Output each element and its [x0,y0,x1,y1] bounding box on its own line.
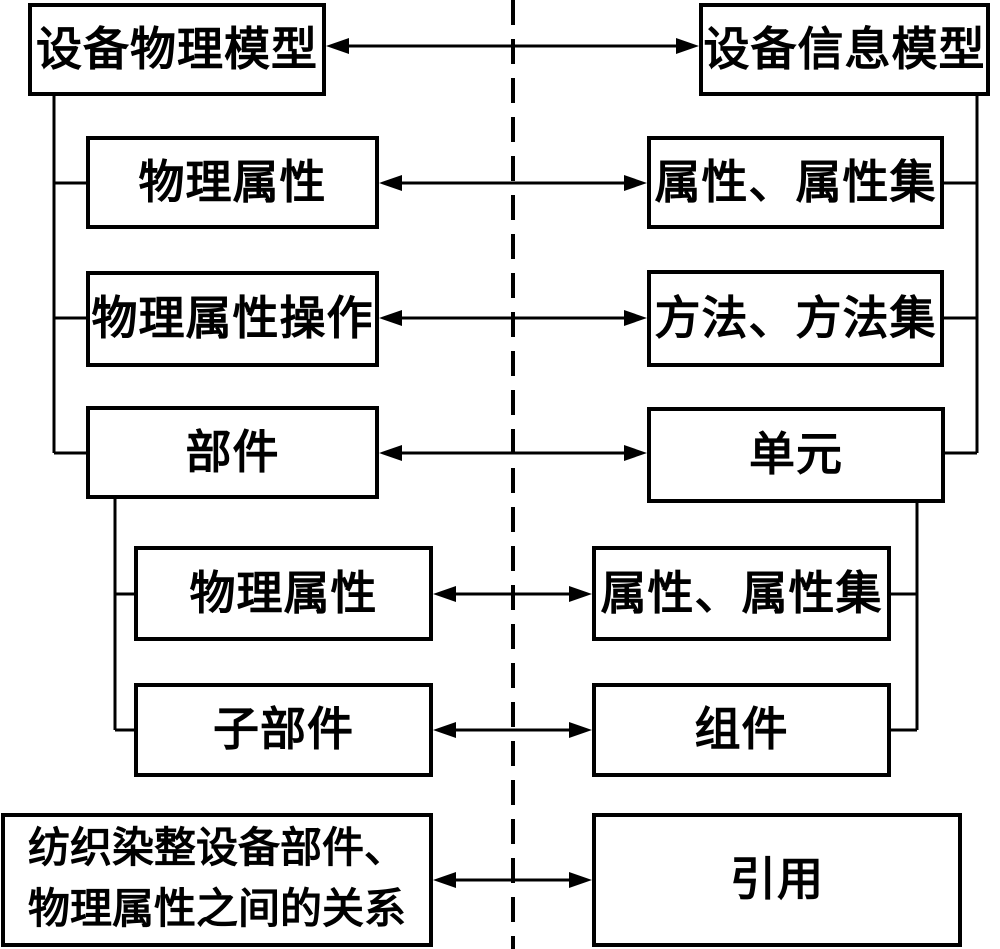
node-label: 子部件 [213,704,354,756]
node-physical-attribute-operation: 物理属性操作 [86,271,379,367]
node-label: 物理属性 [189,567,378,619]
node-textile-dyeing-relations: 纺织染整设备部件、 物理属性之间的关系 [1,813,433,947]
node-method-method-set: 方法、方法集 [647,270,944,367]
node-label: 属性、属性集 [654,156,937,208]
node-unit: 单元 [647,407,945,503]
node-device-information-model: 设备信息模型 [699,3,990,96]
right-hierarchy-connector-top [944,96,979,455]
left-hierarchy-connector-bottom [113,499,134,732]
node-attribute-attribute-set: 属性、属性集 [647,136,944,229]
node-label: 引用 [730,854,824,906]
mapping-arrow-row5 [433,586,592,602]
node-physical-attribute: 物理属性 [86,136,379,229]
node-label: 设备信息模型 [703,23,986,75]
node-label: 组件 [694,704,789,756]
node-assembly: 组件 [592,683,891,777]
mapping-arrow-row3 [379,310,647,326]
left-hierarchy-connector-top [52,96,86,455]
node-device-physical-model: 设备物理模型 [28,3,326,96]
node-reference: 引用 [592,813,962,947]
node-sub-physical-attribute: 物理属性 [134,546,433,641]
node-sub-attribute-attribute-set: 属性、属性集 [592,546,891,641]
node-label: 物理属性操作 [91,293,374,345]
node-label: 纺织染整设备部件、 物理属性之间的关系 [27,826,406,933]
mapping-arrow-row4 [379,445,647,461]
node-label: 单元 [749,429,843,481]
node-label: 部件 [185,426,280,478]
right-hierarchy-connector-bottom [891,503,919,732]
node-label: 属性、属性集 [600,567,883,619]
mapping-arrow-row6 [433,722,592,738]
node-label: 物理属性 [138,156,327,208]
node-label: 设备物理模型 [36,23,318,75]
node-component: 部件 [86,406,379,499]
node-sub-component: 子部件 [134,683,433,777]
mapping-arrow-row2 [379,175,647,191]
mapping-arrow-row1 [326,38,699,54]
node-label: 方法、方法集 [654,292,937,344]
mapping-arrow-row7 [433,872,592,888]
